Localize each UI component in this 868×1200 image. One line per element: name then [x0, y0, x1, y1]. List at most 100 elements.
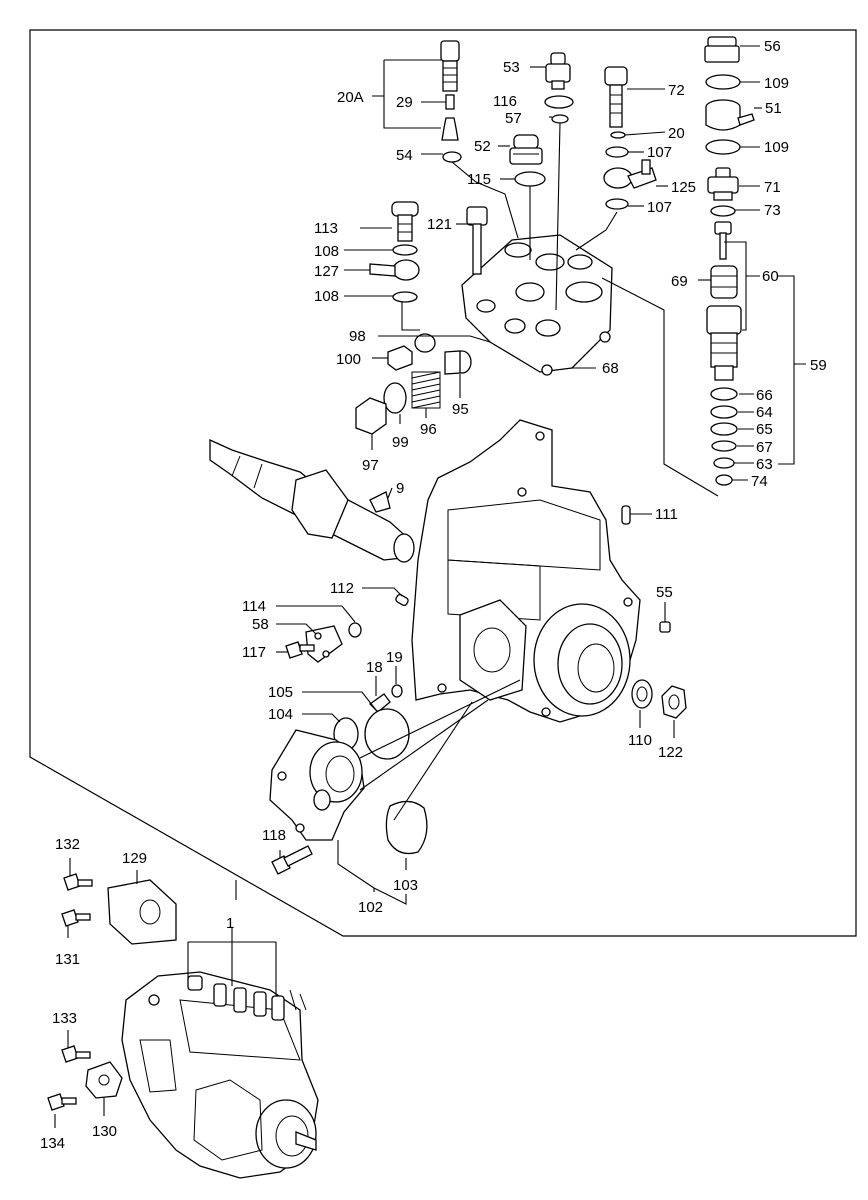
barrel-60 [706, 305, 742, 381]
o-ring-65 [710, 422, 738, 436]
callout-122: 122 [658, 744, 683, 761]
callout-55: 55 [656, 584, 673, 601]
callout-65: 65 [756, 421, 773, 438]
bolt-72 [604, 66, 628, 128]
o-ring-63 [713, 457, 735, 469]
washer-107-upper [605, 146, 629, 158]
callout-29: 29 [396, 94, 413, 111]
washer-110 [631, 679, 653, 709]
pin-111 [621, 505, 631, 525]
callout-107-lower: 107 [647, 199, 672, 216]
callout-67: 67 [756, 439, 773, 456]
callout-129: 129 [122, 850, 147, 867]
callout-100: 100 [336, 351, 361, 368]
callout-112: 112 [330, 580, 354, 597]
callout-132: 132 [55, 836, 80, 853]
banjo-125 [603, 159, 657, 189]
callout-54: 54 [396, 147, 413, 164]
callout-56: 56 [764, 38, 781, 55]
o-ring-73 [710, 205, 736, 217]
callout-125: 125 [671, 179, 696, 196]
sleeve-95 [444, 350, 472, 375]
exploded-view-frame [29, 29, 857, 937]
pump-assembly-1 [121, 971, 319, 1179]
callout-127: 127 [314, 263, 339, 280]
callout-63: 63 [756, 456, 773, 473]
o-ring-20 [610, 131, 626, 139]
callout-109-lower: 109 [764, 139, 789, 156]
callout-103: 103 [393, 877, 418, 894]
delivery-valve-20A [441, 117, 459, 141]
callout-98: 98 [349, 328, 366, 345]
o-ring-109-upper [705, 74, 741, 90]
bracket-129 [107, 879, 177, 945]
callout-96: 96 [420, 421, 437, 438]
spring-seat-69 [710, 265, 738, 299]
callout-1: 1 [226, 915, 234, 932]
bracket-130 [85, 1061, 123, 1099]
callout-104: 104 [268, 706, 293, 723]
gasket-99 [383, 382, 407, 414]
callout-68: 68 [602, 360, 619, 377]
callout-134: 134 [40, 1135, 65, 1152]
pump-head-68 [461, 234, 613, 376]
callout-102: 102 [358, 899, 383, 916]
drive-shaft [209, 438, 415, 563]
bolt-131 [61, 909, 91, 927]
plate-58 [305, 625, 343, 663]
o-ring-67 [711, 440, 737, 452]
callout-97: 97 [362, 457, 379, 474]
leader-lines [54, 45, 806, 1128]
plug-97 [355, 397, 387, 435]
o-ring-66 [710, 387, 738, 401]
plug-53 [545, 52, 571, 90]
bolt-134 [47, 1093, 77, 1111]
bolt-121 [466, 206, 488, 275]
callout-53: 53 [503, 59, 520, 76]
callout-57: 57 [505, 110, 522, 127]
spring-96 [411, 371, 441, 409]
callout-115: 115 [467, 171, 491, 188]
callout-71: 71 [764, 179, 781, 196]
callout-133: 133 [52, 1010, 77, 1027]
callout-105: 105 [268, 684, 293, 701]
bolt-117 [285, 641, 315, 659]
callout-66: 66 [756, 387, 773, 404]
callout-116: 116 [493, 93, 517, 110]
callout-109-upper: 109 [764, 75, 789, 92]
callout-labels: 20A 29 54 53 116 57 52 115 72 20 107 125… [40, 38, 827, 1152]
key-9 [369, 491, 391, 513]
washer-108-upper [392, 244, 418, 256]
callout-117: 117 [242, 644, 266, 661]
callout-130: 130 [92, 1123, 117, 1140]
banjo-bolt-113 [391, 201, 419, 242]
o-ring-115 [514, 171, 546, 187]
callout-9: 9 [396, 480, 404, 497]
o-ring-64 [710, 405, 738, 419]
callout-110: 110 [628, 732, 652, 749]
callout-113: 113 [314, 220, 338, 237]
callout-64: 64 [756, 404, 773, 421]
callout-20A: 20A [337, 89, 364, 106]
callout-69: 69 [671, 273, 688, 290]
gasket-103 [385, 800, 428, 855]
bolt-118 [271, 845, 313, 875]
callout-72: 72 [668, 82, 685, 99]
banjo-127 [369, 259, 420, 281]
o-ring-105 [364, 708, 410, 760]
callout-60: 60 [762, 268, 779, 285]
holder-71 [707, 167, 739, 201]
washer-108-lower [392, 291, 418, 303]
callout-52: 52 [474, 138, 491, 155]
callout-108-lower: 108 [314, 288, 339, 305]
callout-121: 121 [427, 216, 452, 233]
callout-51: 51 [765, 100, 782, 117]
callout-114: 114 [242, 598, 266, 615]
callout-99: 99 [392, 434, 409, 451]
sleeve-51 [705, 99, 755, 131]
bolt-133 [61, 1045, 91, 1063]
callout-95: 95 [452, 401, 469, 418]
plunger-60 [714, 221, 732, 260]
washer-74 [715, 474, 733, 486]
